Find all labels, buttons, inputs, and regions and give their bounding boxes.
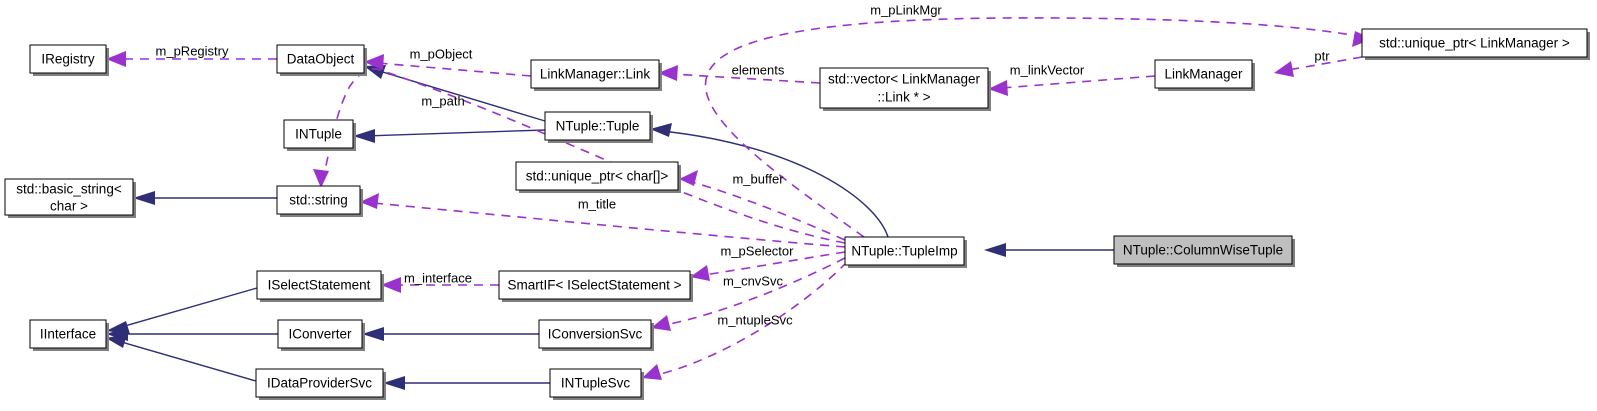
node-iconversionsvc[interactable]: IConversionSvc [538, 319, 654, 351]
node-label-basic-string-line1: std::basic_string< [16, 182, 122, 197]
edge-elements [658, 65, 821, 84]
node-unique-ptr-linkmanager[interactable]: std::unique_ptr< LinkManager > [1361, 28, 1590, 60]
node-label-smartif: SmartIF< ISelectStatement > [507, 278, 681, 293]
edge-m-path [313, 68, 846, 244]
edge-m-pobject [364, 54, 532, 77]
edge-label-m-linkvector: m_linkVector [1010, 62, 1085, 77]
edge-m-interface [381, 277, 499, 293]
edge-m-linkvector [988, 75, 1156, 96]
node-idataprovidersvc[interactable]: IDataProviderSvc [255, 368, 386, 400]
node-label-iselectstatement: ISelectStatement [268, 278, 371, 293]
node-iselectstatement[interactable]: ISelectStatement [256, 270, 384, 302]
node-label-idataprovidersvc: IDataProviderSvc [267, 376, 372, 391]
edge-columnwise-to-tupleimp [984, 243, 1114, 257]
node-unique-ptr-char[interactable]: std::unique_ptr< char[]> [515, 161, 681, 193]
node-iregistry[interactable]: IRegistry [29, 44, 109, 76]
edge-label-m-path: m_path [421, 93, 464, 108]
edge-label-m-buffer: m_buffer [732, 171, 784, 186]
node-ntuple-tupleimp[interactable]: NTuple::TupleImp [844, 236, 967, 268]
node-label-intuplesvc: INTupleSvc [561, 376, 631, 391]
edge-label-m-pregistry: m_pRegistry [156, 43, 229, 58]
edge-label-m-ntuplesvc: m_ntupleSvc [717, 312, 793, 327]
node-label-basic-string-line2: char > [50, 199, 88, 214]
node-label-ntuple-tupleimp: NTuple::TupleImp [851, 244, 957, 259]
node-label-unique-ptr-linkmanager: std::unique_ptr< LinkManager > [1379, 36, 1570, 51]
node-linkmanager-link[interactable]: LinkManager::Link [530, 59, 662, 91]
node-label-iregistry: IRegistry [41, 52, 95, 67]
edge-m-pregistry [106, 51, 277, 67]
node-label-ntuple-columnwisetuple: NTuple::ColumnWiseTuple [1123, 243, 1283, 258]
edge-label-m-cnvsvc: m_cnvSvc [723, 273, 783, 288]
node-label-iconverter: IConverter [288, 327, 352, 342]
edge-tupleimp-to-tuple [650, 123, 889, 238]
edge-m-pselector [690, 251, 846, 281]
node-linkmanager[interactable]: LinkManager [1154, 59, 1255, 91]
edge-string-to-basicstring [133, 191, 277, 205]
edge-intuplesvc-to-idataprovidersvc [383, 376, 550, 390]
edge-iconverter-to-iinterface [106, 327, 278, 341]
node-label-iconversionsvc: IConversionSvc [548, 327, 643, 342]
node-label-intuple: INTuple [295, 127, 342, 142]
edge-label-m-pselector: m_pSelector [721, 243, 795, 258]
node-label-unique-ptr-char: std::unique_ptr< char[]> [526, 169, 669, 184]
node-ntuple-columnwisetuple[interactable]: NTuple::ColumnWiseTuple [1113, 235, 1295, 267]
node-label-linkmanager-link: LinkManager::Link [540, 67, 651, 82]
edge-m-buffer [679, 170, 846, 241]
node-label-ntuple-tuple: NTuple::Tuple [556, 119, 640, 134]
node-label-std-string: std::string [289, 193, 348, 208]
node-std-string[interactable]: std::string [276, 185, 363, 217]
edge-ptr [1274, 56, 1363, 77]
edge-label-elements: elements [732, 62, 785, 77]
node-basic-string[interactable]: std::basic_string< char > [4, 178, 136, 218]
edge-label-ptr: ptr [1314, 48, 1330, 63]
node-intuple[interactable]: INTuple [283, 119, 356, 151]
edge-tuple-to-intuple [353, 129, 546, 143]
node-dataobject[interactable]: DataObject [276, 44, 367, 76]
edge-m-title [360, 193, 846, 248]
edge-label-m-pobject: m_pObject [410, 46, 473, 61]
usage-edges [106, 17, 1372, 380]
inheritance-edges [106, 65, 1114, 390]
edge-iconversionsvc-to-iconverter [362, 327, 539, 341]
node-smartif-iselectstatement[interactable]: SmartIF< ISelectStatement > [498, 270, 693, 302]
node-iinterface[interactable]: IInterface [29, 319, 109, 351]
node-label-iinterface: IInterface [40, 327, 96, 342]
edge-idataprovidersvc-to-iinterface [106, 334, 257, 382]
node-label-linkmanager: LinkManager [1164, 67, 1243, 82]
node-label-dataobject: DataObject [287, 52, 355, 67]
edge-label-m-plinkmgr: m_pLinkMgr [870, 2, 942, 17]
node-label-vector-line1: std::vector< LinkManager [828, 72, 980, 87]
edge-label-m-title: m_title [578, 196, 616, 211]
node-iconverter[interactable]: IConverter [277, 319, 365, 351]
node-intuplesvc[interactable]: INTupleSvc [549, 368, 644, 400]
edge-m-plinkmgr [704, 17, 1372, 238]
node-label-vector-line2: ::Link * > [878, 90, 931, 105]
edge-labels: m_pRegistry m_pLinkMgr m_pObject element… [156, 2, 1331, 327]
node-ntuple-tuple[interactable]: NTuple::Tuple [544, 111, 653, 143]
edge-label-m-interface: m_interface [404, 270, 472, 285]
edge-iselectstatement-to-iinterface [106, 287, 258, 334]
node-vector-linkmanager-link[interactable]: std::vector< LinkManager ::Link * > [819, 67, 991, 111]
nodes: IRegistry DataObject LinkManager::Link s… [4, 28, 1590, 400]
edge-m-cnvsvc [651, 257, 846, 331]
edge-m-ntuplesvc [642, 261, 848, 380]
